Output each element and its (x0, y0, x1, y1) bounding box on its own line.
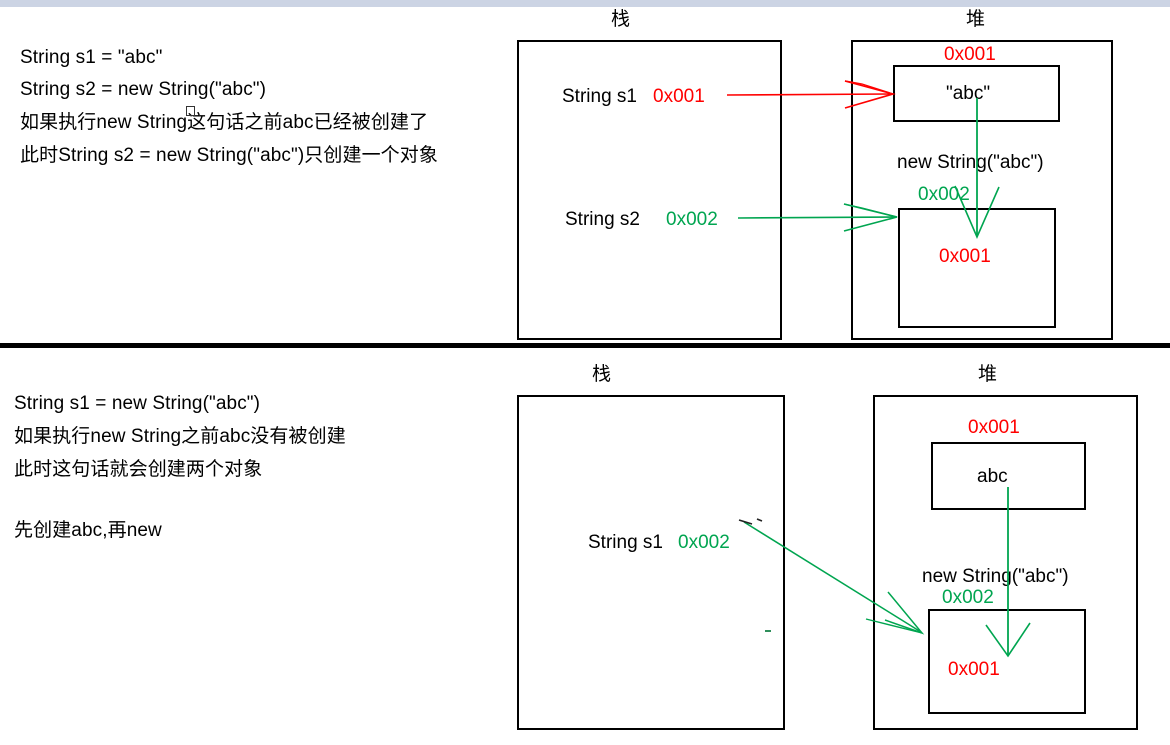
ink-speck (765, 630, 771, 632)
top-stack-var-1-value: 0x002 (666, 209, 718, 230)
top-heap-title: 堆 (966, 9, 986, 30)
top-heap-obj-1-content: 0x001 (939, 246, 991, 267)
top-heap-obj-1-label: new String("abc") (897, 152, 1044, 173)
top-note-line-1: String s1 = "abc" (20, 47, 163, 68)
bottom-note-line-2: 如果执行new String之前abc没有被创建 (14, 426, 346, 447)
bottom-stack-var-0-name: String s1 (588, 532, 663, 553)
bottom-note-line-3: 此时这句话就会创建两个对象 (14, 459, 263, 480)
bottom-stack-box (517, 395, 785, 730)
top-heap-obj-0-address: 0x001 (944, 44, 996, 65)
top-color-band (0, 0, 1170, 7)
bottom-heap-obj-1-content: 0x001 (948, 659, 1000, 680)
top-note-line-4: 此时String s2 = new String("abc")只创建一个对象 (20, 145, 438, 166)
top-stack-box (517, 40, 782, 340)
ink-artifact (186, 106, 195, 116)
bottom-heap-obj-0-box (931, 442, 1086, 510)
top-heap-box (851, 40, 1113, 340)
bottom-heap-obj-1-box (928, 609, 1086, 714)
bottom-heap-title: 堆 (978, 364, 998, 385)
top-stack-var-1-name: String s2 (565, 209, 640, 230)
top-stack-title: 栈 (611, 9, 631, 30)
bottom-stack-var-0-value: 0x002 (678, 532, 730, 553)
bottom-heap-obj-0-content: abc (977, 466, 1008, 487)
top-stack-var-0-value: 0x001 (653, 86, 705, 107)
bottom-heap-obj-1-label: new String("abc") (922, 566, 1069, 587)
bottom-heap-obj-1-address: 0x002 (942, 587, 994, 608)
top-heap-obj-0-content: "abc" (946, 83, 991, 104)
bottom-stack-title: 栈 (592, 364, 612, 385)
bottom-heap-obj-0-address: 0x001 (968, 417, 1020, 438)
top-note-line-3: 如果执行new String这句话之前abc已经被创建了 (20, 112, 429, 133)
top-stack-var-0-name: String s1 (562, 86, 637, 107)
bottom-note-line-5: 先创建abc,再new (14, 520, 162, 541)
bottom-note-line-1: String s1 = new String("abc") (14, 393, 261, 414)
top-note-line-2: String s2 = new String("abc") (20, 79, 267, 100)
top-heap-obj-1-address: 0x002 (918, 184, 970, 205)
section-divider (0, 343, 1170, 348)
top-heap-obj-1-box (898, 208, 1056, 328)
